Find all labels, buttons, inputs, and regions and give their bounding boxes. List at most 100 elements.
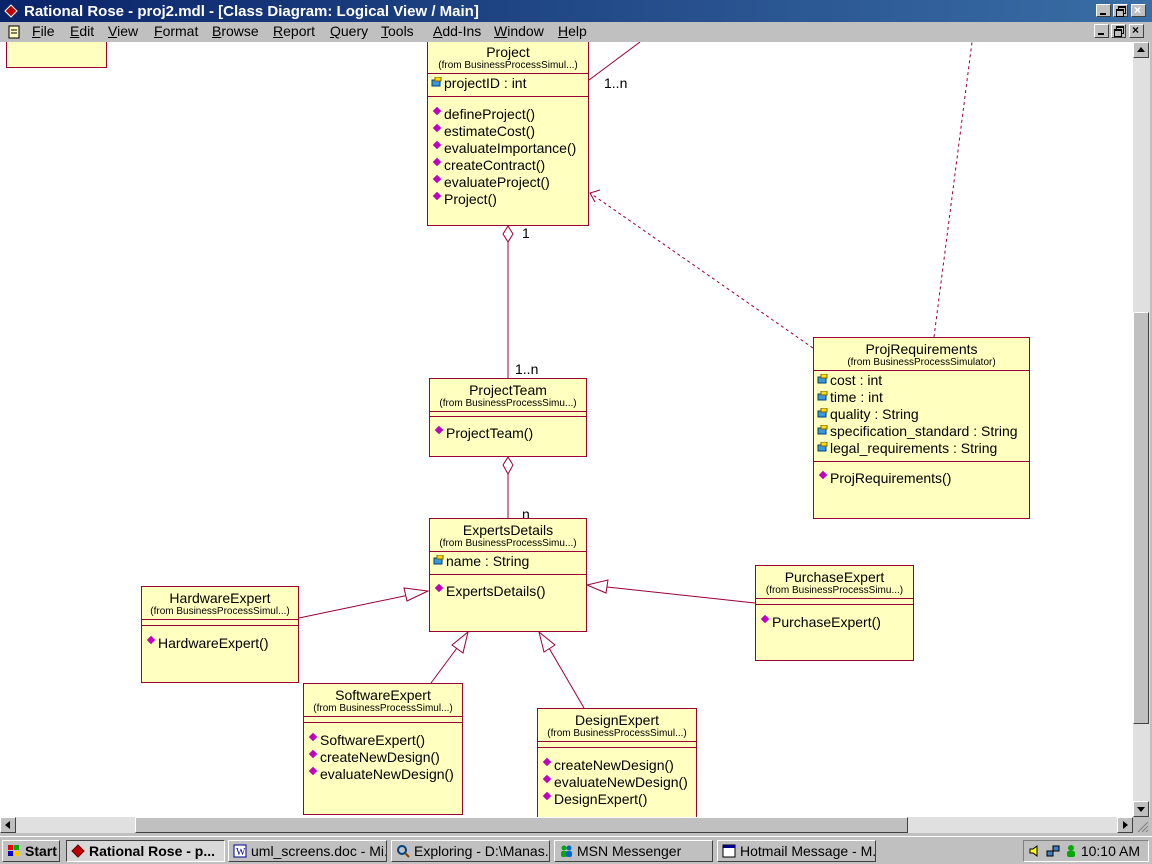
attribute[interactable]: specification_standard : String: [814, 423, 1029, 440]
generalization-design[interactable]: [548, 647, 585, 709]
operation[interactable]: Project(): [428, 191, 588, 208]
horizontal-scroll-thumb[interactable]: [135, 817, 908, 833]
operation-icon: [432, 106, 442, 116]
scroll-down-button[interactable]: [1133, 801, 1149, 817]
operations-compartment: ExpertsDetails(): [430, 575, 586, 604]
operation[interactable]: evaluateNewDesign(): [538, 774, 696, 791]
attribute[interactable]: time : int: [814, 389, 1029, 406]
class-project[interactable]: Project (from BusinessProcessSimul...) p…: [427, 42, 589, 226]
dependency-line-upper[interactable]: [933, 42, 973, 338]
start-label: Start: [25, 843, 57, 859]
scroll-left-button[interactable]: [0, 817, 16, 833]
class-name: SoftwareExpert: [335, 687, 431, 703]
class-name: PurchaseExpert: [784, 569, 885, 585]
close-button[interactable]: ×: [1131, 3, 1146, 17]
dependency-line[interactable]: [589, 192, 814, 349]
attribute[interactable]: cost : int: [814, 372, 1029, 389]
attribute[interactable]: projectID : int: [428, 75, 588, 92]
operation[interactable]: createContract(): [428, 157, 588, 174]
attribute[interactable]: name : String: [430, 553, 586, 570]
taskbar-item-hotmail[interactable]: Hotmail Message - M...: [717, 840, 876, 862]
taskbar-item-rational-rose[interactable]: Rational Rose - p...: [66, 840, 225, 862]
taskbar-item-label: MSN Messenger: [577, 843, 682, 859]
menu-query[interactable]: Query: [330, 23, 369, 39]
class-diagram-canvas[interactable]: 1..n 1 1..n n Project (from BusinessProc…: [0, 42, 1133, 817]
title-bar[interactable]: Rational Rose - proj2.mdl - [Class Diagr…: [0, 0, 1152, 22]
menu-add-ins[interactable]: Add-Ins: [433, 23, 482, 39]
start-button[interactable]: Start: [2, 840, 60, 862]
operation-icon: [432, 174, 442, 184]
vertical-scroll-thumb[interactable]: [1133, 312, 1149, 724]
class-purchaseexpert[interactable]: PurchaseExpert (from BusinessProcessSimu…: [755, 565, 914, 661]
mdi-restore-button[interactable]: [1111, 24, 1126, 38]
horizontal-scrollbar[interactable]: [0, 817, 1133, 833]
operation[interactable]: evaluateProject(): [428, 174, 588, 191]
attribute[interactable]: quality : String: [814, 406, 1029, 423]
operation[interactable]: ProjectTeam(): [430, 425, 586, 442]
taskbar-item-word[interactable]: W uml_screens.doc - Mi...: [228, 840, 387, 862]
class-hardwareexpert[interactable]: HardwareExpert (from BusinessProcessSimu…: [141, 586, 299, 683]
class-projrequirements[interactable]: ProjRequirements (from BusinessProcessSi…: [813, 337, 1030, 519]
clock[interactable]: 10:10 AM: [1080, 843, 1140, 859]
scroll-right-button[interactable]: [1117, 817, 1133, 833]
class-expertsdetails[interactable]: ExpertsDetails (from BusinessProcessSimu…: [429, 518, 587, 632]
menu-browse[interactable]: Browse: [212, 23, 259, 39]
class-projectteam[interactable]: ProjectTeam (from BusinessProcessSimu...…: [429, 378, 587, 457]
class-designexpert[interactable]: DesignExpert (from BusinessProcessSimul.…: [537, 708, 697, 817]
operation[interactable]: ExpertsDetails(): [430, 583, 586, 600]
windows-logo-icon: [8, 845, 19, 856]
attributes-compartment: projectID : int: [428, 74, 588, 97]
operation[interactable]: PurchaseExpert(): [756, 614, 913, 631]
class-package: (from BusinessProcessSimul...): [538, 728, 696, 742]
generalization-software[interactable]: [430, 647, 458, 684]
menu-view[interactable]: View: [108, 23, 139, 39]
document-icon[interactable]: [8, 25, 20, 39]
mdi-close-button[interactable]: ×: [1129, 23, 1144, 38]
attributes-compartment: name : String: [430, 552, 586, 575]
mdi-minimize-button[interactable]: [1094, 24, 1109, 38]
operation[interactable]: HardwareExpert(): [142, 635, 298, 652]
scroll-up-button[interactable]: [1133, 42, 1149, 58]
class-package: (from BusinessProcessSimul...): [304, 703, 462, 717]
menu-help[interactable]: Help: [558, 23, 587, 39]
class-box-partial[interactable]: [6, 42, 107, 68]
system-tray: 10:10 AM: [1023, 840, 1149, 862]
operation[interactable]: defineProject(): [428, 106, 588, 123]
operation-icon: [308, 749, 318, 759]
menu-window[interactable]: Window: [494, 23, 544, 39]
generalization-purchase[interactable]: [606, 586, 756, 604]
operation[interactable]: createNewDesign(): [304, 749, 462, 766]
messenger-tray-icon[interactable]: [1064, 844, 1078, 858]
menu-format[interactable]: Format: [154, 23, 199, 39]
class-package: (from BusinessProcessSimu...): [430, 538, 586, 552]
operation[interactable]: SoftwareExpert(): [304, 732, 462, 749]
dependency-arrowhead: [589, 189, 601, 203]
restore-button[interactable]: [1113, 4, 1128, 17]
class-softwareexpert[interactable]: SoftwareExpert (from BusinessProcessSimu…: [303, 683, 463, 815]
volume-icon[interactable]: [1028, 844, 1042, 858]
operation[interactable]: evaluateNewDesign(): [304, 766, 462, 783]
menu-report[interactable]: Report: [273, 23, 316, 39]
operation[interactable]: evaluateImportance(): [428, 140, 588, 157]
attribute-icon: [431, 77, 442, 87]
menu-file[interactable]: File: [32, 23, 55, 39]
class-name: ExpertsDetails: [462, 522, 554, 538]
association-line[interactable]: [588, 42, 641, 81]
menu-edit[interactable]: Edit: [70, 23, 95, 39]
operation[interactable]: createNewDesign(): [538, 757, 696, 774]
operation[interactable]: ProjRequirements(): [814, 470, 1029, 487]
operation[interactable]: estimateCost(): [428, 123, 588, 140]
operations-compartment: createNewDesign() evaluateNewDesign() De…: [538, 748, 696, 812]
generalization-hardware[interactable]: [298, 594, 410, 619]
network-icon[interactable]: [1046, 844, 1060, 858]
attribute-icon: [817, 425, 828, 435]
taskbar-item-msn-messenger[interactable]: MSN Messenger: [554, 840, 713, 862]
vertical-scrollbar[interactable]: [1133, 42, 1150, 817]
attributes-compartment: cost : int time : int quality : String s…: [814, 371, 1029, 462]
size-grip[interactable]: [1133, 817, 1150, 833]
menu-tools[interactable]: Tools: [381, 23, 414, 39]
taskbar-item-explorer[interactable]: Exploring - D:\Manas...: [391, 840, 550, 862]
operation[interactable]: DesignExpert(): [538, 791, 696, 808]
minimize-button[interactable]: [1096, 4, 1111, 17]
attribute[interactable]: legal_requirements : String: [814, 440, 1029, 457]
